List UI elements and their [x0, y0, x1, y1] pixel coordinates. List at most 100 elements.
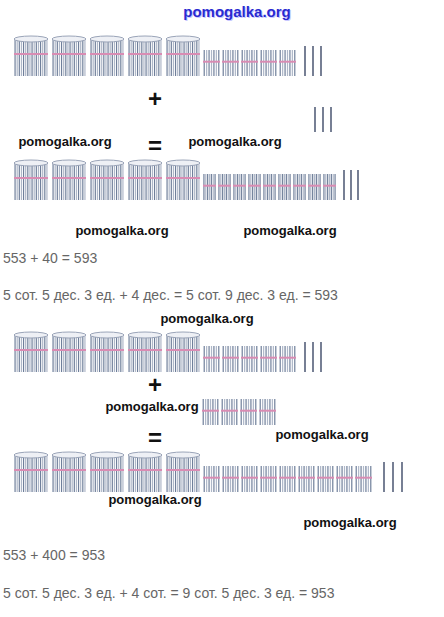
stick	[34, 39, 35, 76]
stick	[188, 163, 189, 200]
stick	[214, 174, 215, 200]
stick	[235, 346, 236, 372]
stick	[65, 39, 66, 76]
stick	[190, 335, 191, 372]
stick	[368, 466, 369, 492]
stick	[313, 466, 314, 492]
stick	[250, 174, 251, 200]
bundle-top	[90, 36, 124, 42]
stick	[223, 50, 224, 76]
stick	[17, 39, 18, 76]
stick	[171, 39, 172, 76]
stick	[59, 335, 60, 372]
stick	[280, 466, 281, 492]
bundle-top	[14, 36, 48, 42]
stick	[112, 163, 113, 200]
stick	[76, 39, 77, 76]
stick	[40, 335, 41, 372]
stick	[286, 174, 287, 200]
stick	[204, 466, 205, 492]
bundle-tie	[90, 349, 124, 351]
stick	[21, 39, 22, 76]
stick	[135, 39, 136, 76]
stick	[31, 335, 32, 372]
stick	[198, 163, 199, 200]
stick	[181, 455, 182, 492]
stick	[351, 466, 352, 492]
stick	[249, 346, 250, 372]
stick	[308, 174, 309, 200]
bundle-tie	[278, 185, 291, 187]
stick	[133, 163, 134, 200]
stick	[237, 50, 238, 76]
stick	[156, 335, 157, 372]
stick	[246, 346, 247, 372]
stick	[194, 39, 195, 76]
stick	[261, 466, 262, 492]
stick	[358, 466, 359, 492]
hundred-bundle	[14, 36, 48, 76]
stick	[256, 466, 257, 492]
stick	[152, 39, 153, 76]
stick	[243, 399, 244, 425]
stick	[150, 163, 151, 200]
stick	[72, 39, 73, 76]
stick	[171, 455, 172, 492]
stick	[249, 50, 250, 76]
stick	[145, 455, 146, 492]
hundred-bundle	[166, 452, 200, 492]
stick	[213, 174, 214, 200]
stick	[294, 50, 295, 76]
stick	[105, 39, 106, 76]
stick	[190, 39, 191, 76]
stick	[241, 399, 242, 425]
stick	[208, 346, 209, 372]
ten-bundle	[260, 50, 277, 76]
stick	[38, 455, 39, 492]
stick	[280, 50, 281, 76]
stick	[287, 50, 288, 76]
bundle-tie	[90, 177, 124, 179]
stick	[42, 335, 43, 372]
stick	[258, 174, 259, 200]
stick	[143, 455, 144, 492]
stick	[217, 399, 218, 425]
bundle-tie	[222, 357, 239, 359]
ten-bundle	[279, 466, 296, 492]
stick	[80, 39, 81, 76]
stick	[194, 455, 195, 492]
stick	[40, 455, 41, 492]
stick	[131, 163, 132, 200]
stick	[181, 163, 182, 200]
stick	[21, 335, 22, 372]
stick	[19, 163, 20, 200]
bundle-tie	[52, 53, 86, 55]
stick	[29, 335, 30, 372]
stick	[294, 346, 295, 372]
stick	[17, 163, 18, 200]
stick	[78, 455, 79, 492]
plus-sign: +	[148, 371, 162, 399]
stick	[46, 39, 47, 76]
stick	[19, 39, 20, 76]
hundred-bundle	[52, 36, 86, 76]
stick	[211, 466, 212, 492]
stick	[293, 174, 294, 200]
stick	[120, 335, 121, 372]
stick	[93, 39, 94, 76]
stick	[169, 335, 170, 372]
stick	[101, 335, 102, 372]
watermark: pomogalka.org	[105, 400, 198, 415]
stick	[198, 335, 199, 372]
stick	[19, 455, 20, 492]
stick	[256, 50, 257, 76]
stick	[128, 163, 129, 200]
stick	[203, 399, 204, 425]
bundle-tie	[52, 349, 86, 351]
stick	[61, 39, 62, 76]
stick	[44, 39, 45, 76]
stick	[273, 346, 274, 372]
stick	[292, 346, 293, 372]
stick	[97, 455, 98, 492]
ten-bundle	[323, 174, 336, 200]
